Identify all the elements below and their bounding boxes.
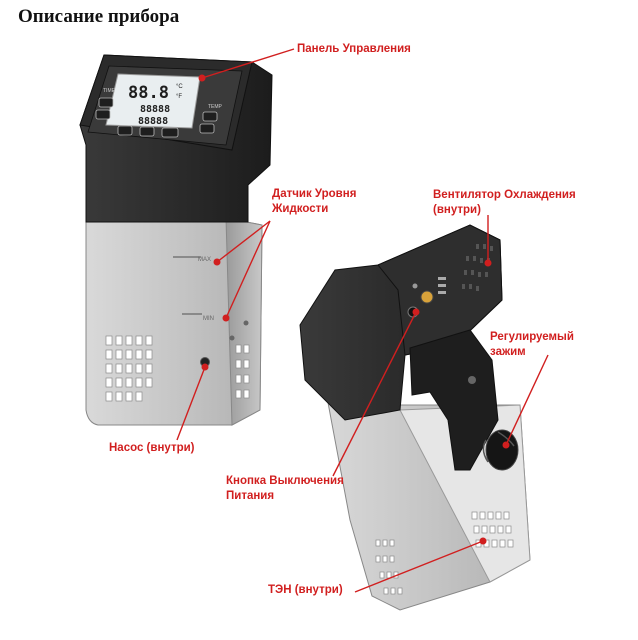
min-label: MIN [203, 316, 214, 322]
callout-dots [198, 74, 510, 545]
screw [412, 283, 418, 289]
time-minus-button[interactable] [95, 109, 111, 120]
play-button[interactable] [139, 126, 155, 137]
callout-power-switch: Кнопка Выключения Питания [226, 474, 344, 504]
adjustable-clamp[interactable] [409, 329, 499, 471]
callout-cooling-fan: Вентилятор Охлаждения (внутри) [433, 188, 576, 218]
max-label: MAX [198, 257, 211, 263]
power-button[interactable] [161, 127, 179, 138]
temp-minus-button[interactable] [199, 123, 215, 134]
lcd-row1: 88888 [140, 104, 170, 115]
sensor-dot [229, 335, 235, 341]
callout-power-switch-line1: Кнопка Выключения [226, 475, 344, 487]
callout-adjustable-clamp-line1: Регулируемый [490, 331, 574, 343]
back-intake-grille [375, 511, 514, 595]
callout-control-panel: Панель Управления [297, 43, 411, 55]
temp-plus-button[interactable] [202, 111, 218, 122]
lcd-unit-f: °F [176, 94, 182, 100]
callout-adjustable-clamp-line2: зажим [490, 346, 526, 358]
device-back [299, 224, 531, 611]
callout-pump: Насос (внутри) [109, 442, 195, 454]
lcd-row2: 88888 [138, 116, 168, 127]
time-label: TIME [103, 88, 116, 94]
fuse-holder [420, 290, 434, 304]
intake-grille [105, 335, 250, 402]
lcd-display [105, 73, 201, 129]
device-front: MAX MIN 88.8 °C °F 88888 88888 TIME TEMP [79, 54, 273, 426]
stop-button[interactable] [117, 125, 133, 136]
page-title: Описание прибора [18, 6, 180, 27]
callout-heating-element: ТЭН (внутри) [268, 584, 343, 596]
callout-cooling-fan-line2: (внутри) [433, 204, 481, 216]
clamp-screw [468, 376, 476, 384]
sensor-dot [243, 320, 249, 326]
callout-cooling-fan-line1: Вентилятор Охлаждения [433, 189, 576, 201]
lcd-temperature: 88.8 [128, 83, 169, 103]
time-plus-button[interactable] [98, 97, 114, 108]
callout-liquid-level-sensor-line2: Жидкости [272, 203, 329, 215]
callout-power-switch-line2: Питания [226, 490, 275, 502]
callout-liquid-level-sensor: Датчик Уровня Жидкости [272, 187, 356, 217]
lcd-unit-c: °C [176, 84, 183, 90]
callout-liquid-level-sensor-line1: Датчик Уровня [272, 188, 357, 200]
callout-adjustable-clamp: Регулируемый зажим [490, 330, 574, 360]
callout-lines [176, 48, 549, 593]
clamp-knob[interactable] [485, 429, 519, 471]
temp-label: TEMP [208, 104, 223, 110]
